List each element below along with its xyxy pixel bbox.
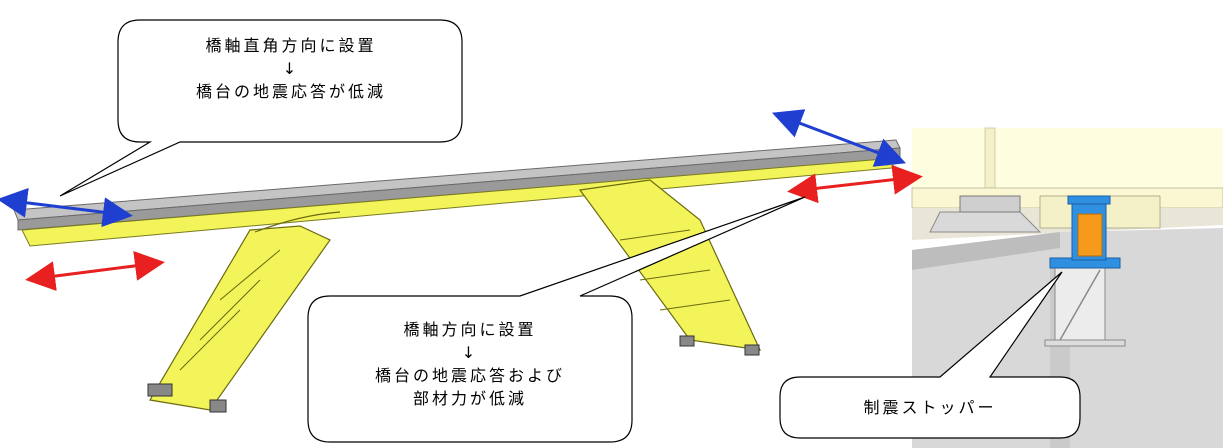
longitudinal-arrow-left	[25, 251, 165, 291]
callout-axial-arrow: ↓	[461, 343, 479, 362]
callout-stopper-label: 制震ストッパー	[863, 398, 997, 417]
steel-frame-leg-right	[578, 179, 762, 356]
callout-stopper-text: 制震ストッパー	[790, 396, 1070, 419]
transverse-arrow-right	[771, 109, 907, 167]
callout-axial-line1: 橋軸方向に設置	[403, 320, 537, 339]
callout-bubble-axial	[307, 196, 806, 443]
callout-bubble-stopper	[779, 271, 1081, 439]
transverse-arrow-left	[0, 187, 133, 228]
callout-axial-line3: 部材力が低減	[412, 389, 527, 408]
steel-frame-leg-left	[147, 211, 341, 413]
longitudinal-arrow-right	[787, 164, 923, 204]
callout-axial-text: 橋軸方向に設置 ↓ 橋台の地震応答および 部材力が低減	[320, 318, 620, 410]
seismic-stopper	[1049, 195, 1121, 269]
callout-perpendicular-line1: 橋軸直角方向に設置	[205, 36, 377, 55]
callout-perpendicular-arrow: ↓	[282, 59, 300, 78]
callout-perpendicular-text: 橋軸直角方向に設置 ↓ 橋台の地震応答が低減	[130, 34, 452, 103]
callout-perpendicular-line2: 橋台の地震応答が低減	[195, 82, 386, 101]
callout-axial-line2: 橋台の地震応答および	[374, 366, 565, 385]
callout-bubble-perpendicular	[59, 19, 463, 197]
stopper-bracket	[1044, 265, 1126, 347]
